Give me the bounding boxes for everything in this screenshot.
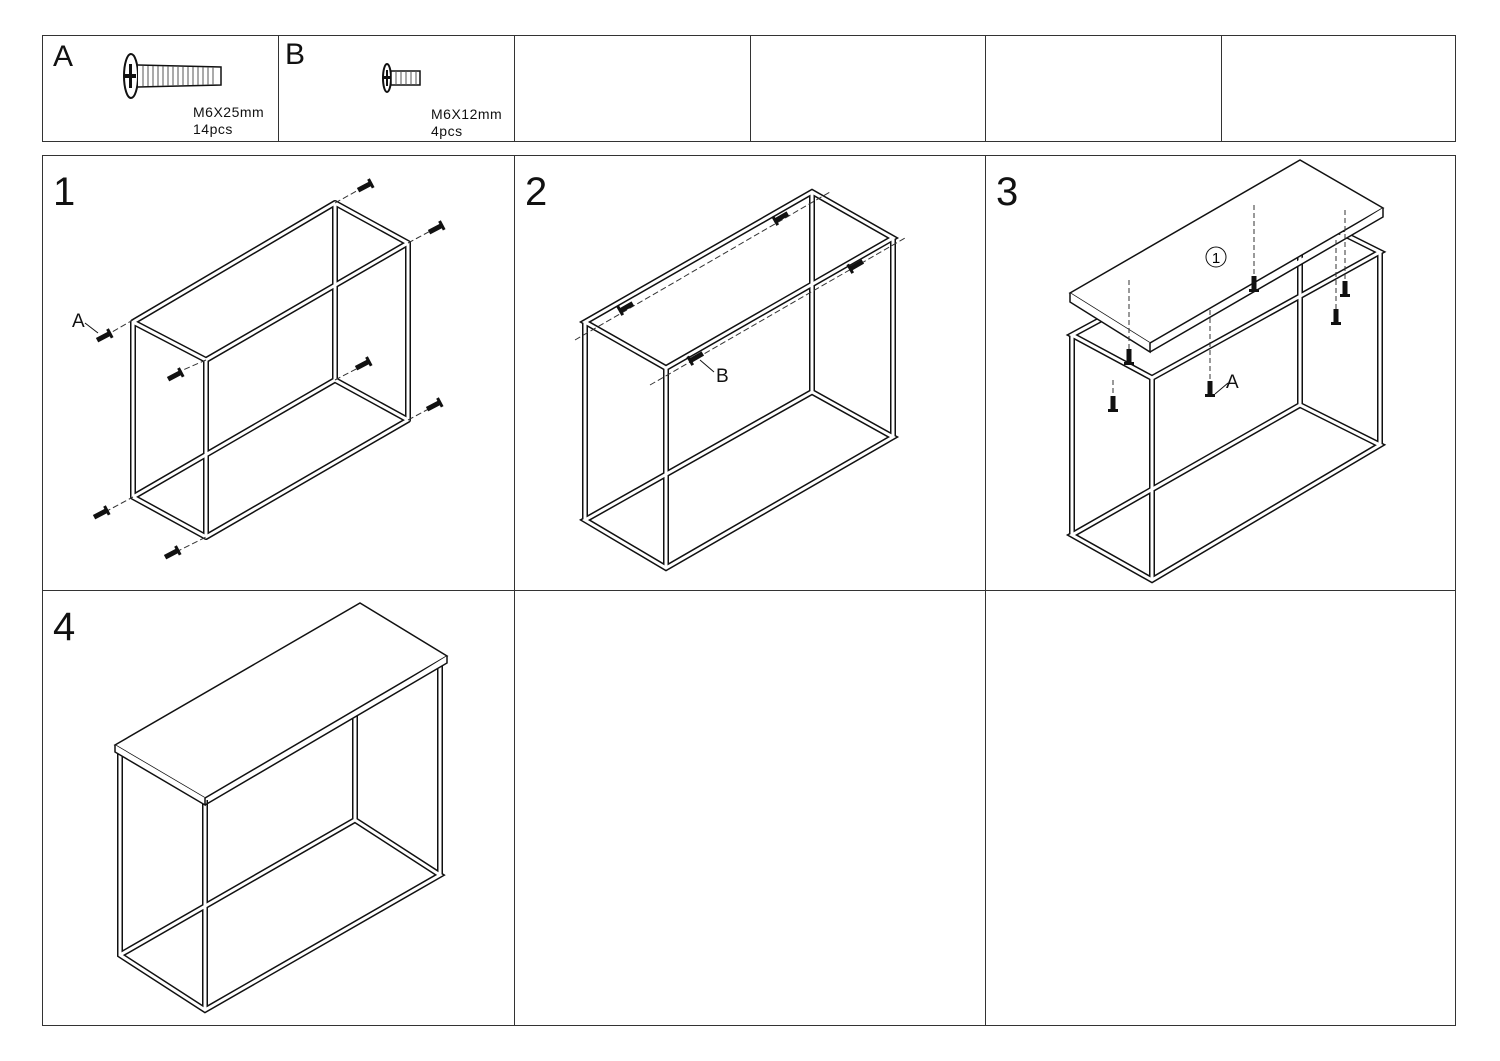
- step-number: 3: [996, 170, 1019, 214]
- part-number: 1: [1212, 250, 1220, 267]
- callout-label: B: [716, 366, 729, 387]
- callout-label: A: [72, 311, 85, 332]
- hardware-cell-b: B M6X12mm 4pcs: [278, 35, 515, 142]
- step-number: 4: [53, 605, 76, 649]
- tabletop-panel: [1068, 159, 1385, 354]
- hardware-size: M6X25mm: [193, 104, 265, 120]
- step-number: 2: [525, 170, 548, 214]
- screw-a-icon: [123, 53, 222, 99]
- callout-label: A: [1226, 372, 1239, 393]
- hardware-letter: A: [53, 40, 74, 73]
- hardware-cell-empty: [1221, 35, 1456, 142]
- empty-panel: [985, 590, 1456, 1026]
- hardware-qty: 4pcs: [431, 123, 463, 139]
- hardware-qty: 14pcs: [193, 121, 233, 137]
- hardware-size: M6X12mm: [431, 106, 503, 122]
- screw-b-icon: [382, 63, 421, 93]
- hardware-letter: B: [285, 38, 306, 71]
- part-number-circle: [1205, 246, 1227, 268]
- step-1-frame: [104, 187, 437, 553]
- step-2-frame: [574, 188, 906, 572]
- step-4-table: [113, 602, 449, 1014]
- hardware-cell-a: A M6X25mm 14pcs: [42, 35, 279, 142]
- step-3-frame: [1065, 208, 1387, 584]
- step-number: 1: [53, 170, 76, 214]
